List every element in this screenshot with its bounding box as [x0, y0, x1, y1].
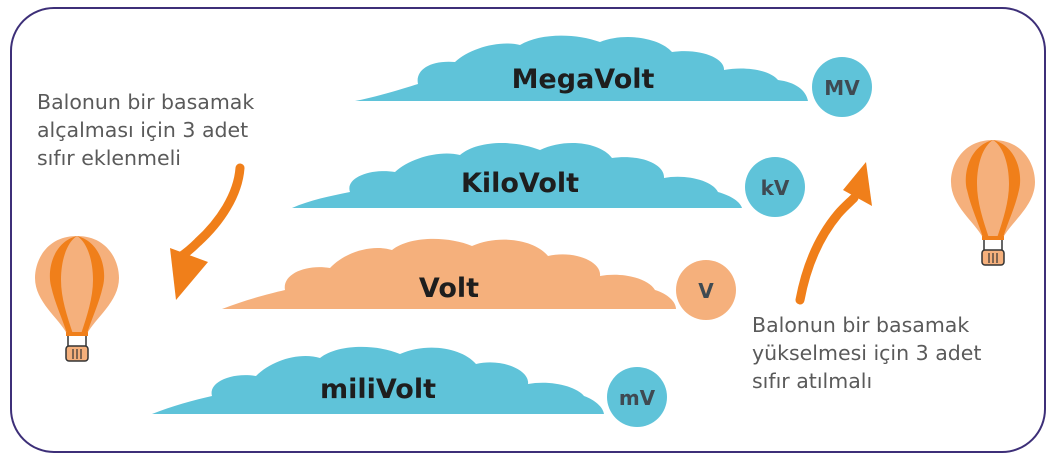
cloud-shape: [292, 143, 742, 208]
cloud-label: miliVolt: [320, 374, 436, 405]
unit-label: MV: [824, 76, 860, 100]
unit-label: V: [698, 279, 714, 303]
cloud-shape: [152, 346, 604, 414]
hot-air-balloon-icon: [951, 140, 1035, 266]
curved-arrow-up-icon: [795, 162, 872, 305]
unit-label: kV: [761, 176, 790, 200]
note-line: sıfır eklenmeli: [37, 146, 181, 170]
note-ascend: Balonun bir basamak yükselmesi için 3 ad…: [752, 311, 981, 395]
unit-circle: [745, 157, 805, 217]
cloud-megavolt: MegaVolt MV: [355, 35, 872, 117]
cloud-volt: Volt V: [222, 238, 736, 320]
cloud-label: MegaVolt: [512, 64, 655, 95]
note-line: Balonun bir basamak: [752, 313, 970, 337]
note-line: alçalması için 3 adet: [37, 118, 249, 142]
note-descend: Balonun bir basamak alçalması için 3 ade…: [37, 88, 254, 172]
cloud-shape: [355, 35, 808, 101]
note-line: sıfır atılmalı: [752, 369, 873, 393]
curved-arrow-down-icon: [170, 163, 245, 300]
cloud-kilovolt: KiloVolt kV: [292, 143, 805, 217]
unit-circle: [676, 260, 736, 320]
unit-label: mV: [619, 386, 656, 410]
cloud-milivolt: miliVolt mV: [152, 346, 667, 427]
unit-circle: [607, 367, 667, 427]
cloud-label: KiloVolt: [461, 168, 579, 199]
unit-circle: [812, 57, 872, 117]
cloud-shape: [222, 238, 676, 309]
note-line: yükselmesi için 3 adet: [752, 341, 982, 365]
hot-air-balloon-icon: [35, 236, 119, 362]
note-line: Balonun bir basamak: [37, 90, 255, 114]
diagram-frame: [10, 7, 1046, 453]
cloud-label: Volt: [419, 273, 479, 304]
